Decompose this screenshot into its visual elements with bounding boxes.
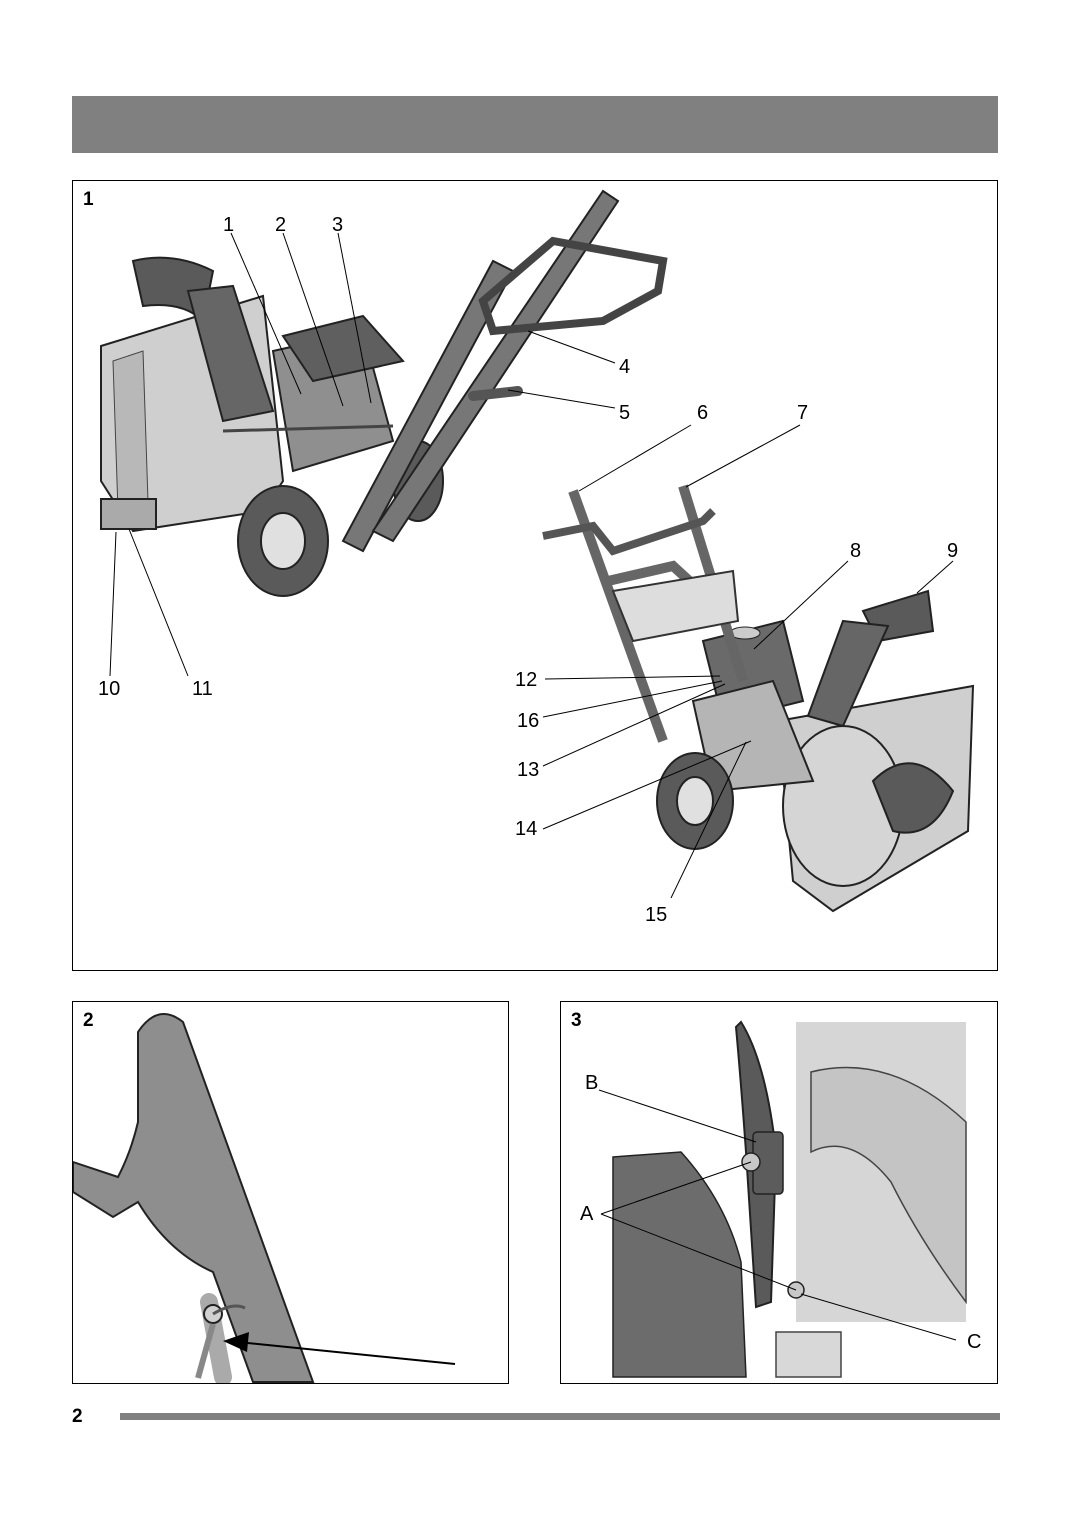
callout-16: 16 — [517, 710, 539, 732]
callout-5: 5 — [619, 402, 630, 424]
page-number: 2 — [72, 1406, 83, 1427]
figure-3-bracket-detail: B A C 3 — [560, 1001, 998, 1384]
callout-labels: 1 2 3 4 5 6 7 8 9 10 11 12 16 13 14 15 — [98, 214, 958, 926]
callout-A: A — [580, 1203, 594, 1225]
footer-bar — [120, 1413, 1000, 1420]
callout-8: 8 — [850, 540, 861, 562]
callout-1: 1 — [223, 214, 234, 236]
callout-3: 3 — [332, 214, 343, 236]
snow-thrower-illustrations: 1 2 3 4 5 6 7 8 9 10 11 12 16 13 14 15 — [98, 189, 975, 926]
header-bar — [72, 96, 998, 153]
callout-15: 15 — [645, 904, 667, 926]
callout-9: 9 — [947, 540, 958, 562]
callout-14: 14 — [515, 818, 537, 840]
figure-2-handle-detail: 2 — [72, 1001, 509, 1384]
callout-12: 12 — [515, 669, 537, 691]
leader-lines — [109, 232, 954, 899]
callout-10: 10 — [98, 678, 120, 700]
snow-thrower-rear-view — [100, 189, 668, 597]
figure-1-number: 1 — [83, 189, 94, 210]
callout-B: B — [585, 1072, 598, 1094]
callout-13: 13 — [517, 759, 539, 781]
handle-bolt-illustration — [73, 1013, 456, 1383]
figure-2-number: 2 — [83, 1010, 94, 1031]
callout-7: 7 — [797, 402, 808, 424]
callout-4: 4 — [619, 356, 630, 378]
figure-3-number: 3 — [571, 1010, 582, 1031]
callout-6: 6 — [697, 402, 708, 424]
figure-1-overview: 1 2 3 4 5 6 7 8 9 10 11 12 16 13 14 15 1 — [72, 180, 998, 971]
callout-C: C — [967, 1331, 981, 1353]
callout-11: 11 — [192, 678, 213, 700]
callout-2: 2 — [275, 214, 286, 236]
bracket-bolt-illustration: B A C — [580, 1020, 981, 1378]
snow-thrower-front-view — [542, 484, 975, 913]
